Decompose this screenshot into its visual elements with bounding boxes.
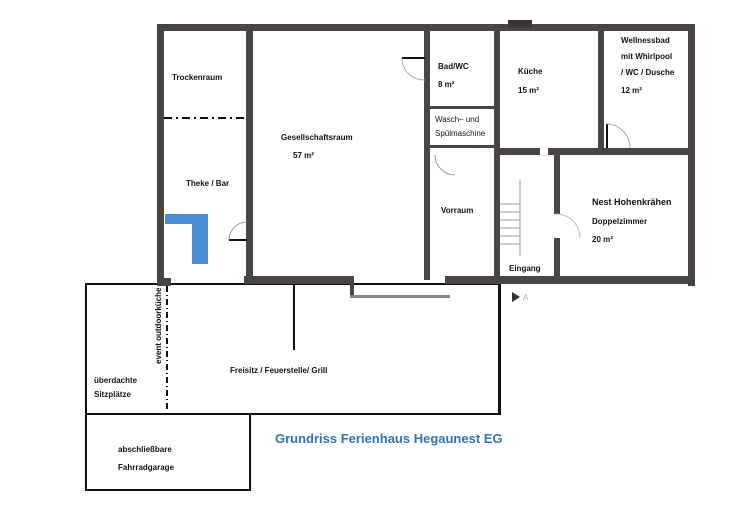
room-label-wellnessbad-1: Wellnessbad xyxy=(621,36,670,45)
entrance-arrow-icon xyxy=(512,292,520,302)
doors xyxy=(228,57,631,312)
label-freisitz: Freisitz / Feuerstelle/ Grill xyxy=(230,366,328,375)
room-label-nest: Nest Hohenkrähen xyxy=(592,197,672,207)
label-outdoor-kitchen: event outdoorküche xyxy=(154,287,163,364)
room-area-gesellschaftsraum: 57 m² xyxy=(293,151,314,160)
room-label-wasch-1: Wasch– und xyxy=(435,115,480,124)
room-area-wellnessbad: 12 m² xyxy=(621,86,642,95)
room-label-eingang: Eingang xyxy=(509,264,541,273)
room-label-vorraum: Vorraum xyxy=(441,206,474,215)
room-label-wellnessbad-2: mit Whirlpool xyxy=(621,52,673,61)
label-covered-seating-2: Sitzplätze xyxy=(94,390,131,399)
room-label-bad-wc: Bad/WC xyxy=(438,62,469,71)
bar-counter xyxy=(165,214,208,264)
label-garage-2: Fahrradgarage xyxy=(118,463,175,472)
walls xyxy=(157,20,695,298)
plan-title: Grundriss Ferienhaus Hegaunest EG xyxy=(275,431,503,446)
room-label-kueche: Küche xyxy=(518,67,543,76)
room-label-wellnessbad-3: / WC / Dusche xyxy=(621,68,675,77)
room-label-theke-bar: Theke / Bar xyxy=(186,179,230,188)
label-garage-1: abschließbare xyxy=(118,445,172,454)
outdoor-outline xyxy=(85,283,501,491)
stairs xyxy=(500,180,521,256)
room-label-trockenraum: Trockenraum xyxy=(172,73,223,82)
room-area-bad-wc: 8 m² xyxy=(438,80,455,89)
room-label-gesellschaftsraum: Gesellschaftsraum xyxy=(281,133,353,142)
room-area-nest: 20 m² xyxy=(592,235,613,244)
room-area-kueche: 15 m² xyxy=(518,86,539,95)
label-covered-seating-1: überdachte xyxy=(94,376,138,385)
room-label-wasch-2: Spülmaschine xyxy=(435,129,486,138)
entrance-marker-label: A xyxy=(523,293,529,302)
room-type-nest: Doppelzimmer xyxy=(592,217,648,226)
